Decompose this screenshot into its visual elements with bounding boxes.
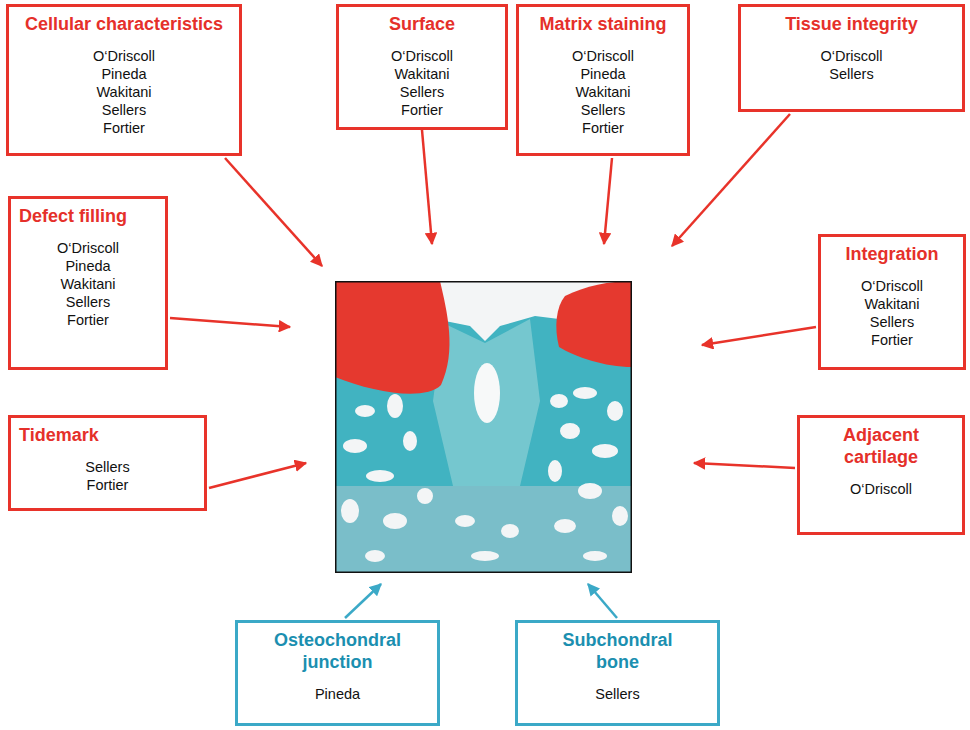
author-list: O‘Driscoll Pineda Wakitani Sellers Forti… [93, 47, 155, 137]
bone-criterion-box: Osteochondral junctionPineda [235, 620, 440, 726]
cartilage-criterion-box: Cellular characteristicsO‘Driscoll Pined… [6, 4, 242, 156]
cartilage-criterion-box: Matrix stainingO‘Driscoll Pineda Wakitan… [516, 4, 690, 156]
author-list: Sellers [595, 685, 639, 703]
author-list: O‘Driscoll Pineda Wakitani Sellers Forti… [572, 47, 634, 137]
cartilage-criterion-box: IntegrationO‘Driscoll Wakitani Sellers F… [818, 234, 966, 370]
criterion-heading: Subchondral bone [553, 629, 683, 673]
slide-ground [335, 281, 632, 573]
author-list: O‘Driscoll [850, 480, 912, 498]
criterion-heading: Tidemark [19, 424, 196, 446]
author-list: O‘Driscoll Wakitani Sellers Fortier [391, 47, 453, 119]
pointer-arrow [422, 130, 432, 244]
pointer-arrow [702, 327, 816, 345]
author-list: Pineda [315, 685, 360, 703]
pointer-arrow [225, 158, 322, 266]
author-list: O‘Driscoll Sellers [820, 47, 882, 83]
pointer-arrow [588, 584, 617, 618]
criterion-heading: Surface [347, 13, 497, 35]
image-frame [336, 282, 632, 573]
author-list: O‘Driscoll Pineda Wakitani Sellers Forti… [57, 239, 119, 329]
cartilage-criterion-box: Adjacent cartilageO‘Driscoll [797, 415, 965, 535]
author-list: Sellers Fortier [85, 458, 129, 494]
cartilage-criterion-box: TidemarkSellers Fortier [8, 415, 207, 511]
pointer-arrow [209, 463, 306, 488]
author-list: O‘Driscoll Wakitani Sellers Fortier [861, 277, 923, 349]
criterion-heading: Adjacent cartilage [808, 424, 954, 468]
pointer-arrow [345, 584, 381, 618]
cartilage-criterion-box: Defect fillingO‘Driscoll Pineda Wakitani… [8, 196, 168, 370]
cartilage-right [556, 281, 632, 367]
pointer-arrow [604, 158, 612, 244]
criterion-heading: Matrix staining [527, 13, 679, 35]
cartilage-left [335, 281, 450, 394]
histology-section [335, 281, 632, 573]
defect-cleft [474, 363, 500, 423]
pointer-arrow [170, 318, 290, 327]
criterion-heading: Defect filling [19, 205, 157, 227]
cartilage-criterion-box: Tissue integrityO‘Driscoll Sellers [738, 4, 965, 112]
bone-criterion-box: Subchondral boneSellers [515, 620, 720, 726]
criterion-heading: Cellular characteristics [17, 13, 231, 35]
cartilage-criterion-box: SurfaceO‘Driscoll Wakitani Sellers Forti… [336, 4, 508, 130]
criterion-heading: Integration [829, 243, 955, 265]
criterion-heading: Osteochondral junction [246, 629, 429, 673]
criterion-heading: Tissue integrity [749, 13, 954, 35]
pointer-arrow [694, 463, 795, 468]
